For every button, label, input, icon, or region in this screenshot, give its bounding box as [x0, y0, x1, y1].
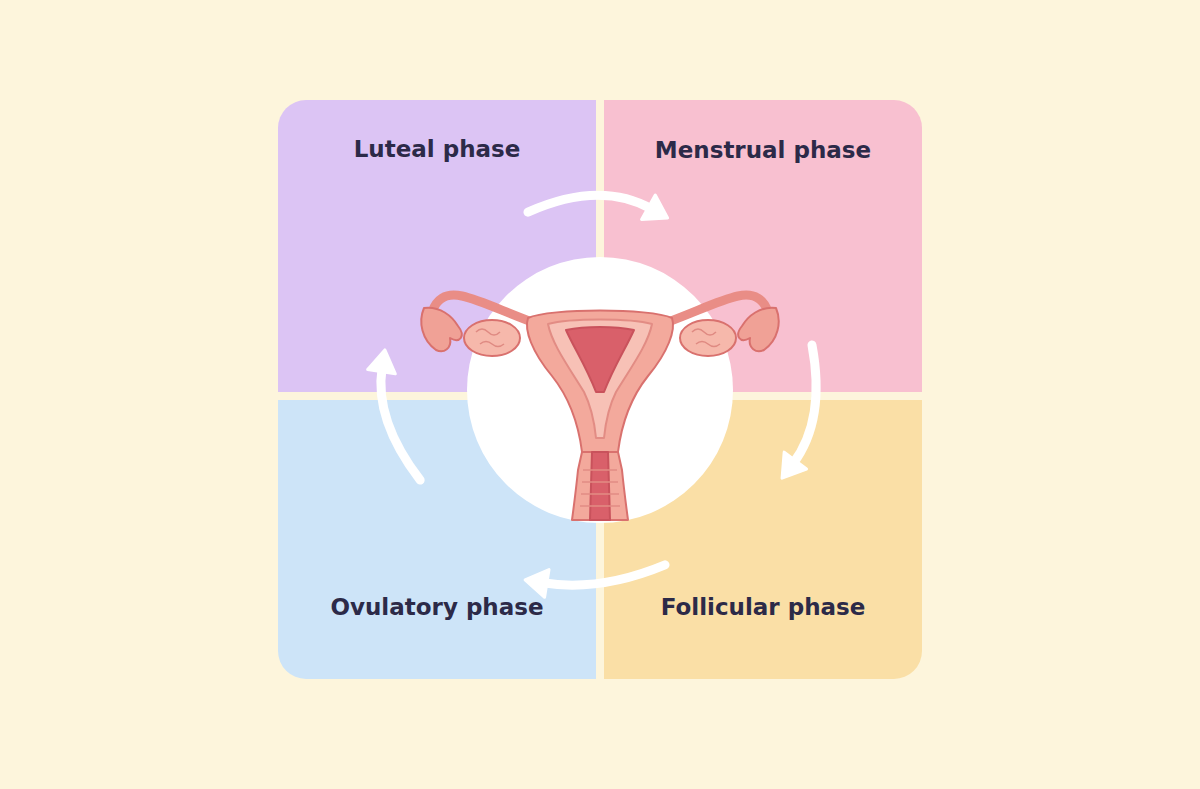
arrow-head [368, 350, 396, 374]
phase-title: Menstrual phase [655, 137, 871, 165]
cycle-arrow [368, 350, 420, 480]
phase-title: Ovulatory phase [330, 594, 543, 622]
cycle-arrow [528, 195, 668, 219]
arrow-line [528, 195, 652, 212]
arrow-line [381, 368, 420, 480]
phase-title: Follicular phase [661, 594, 866, 622]
arrow-line [543, 565, 665, 585]
arrow-head [782, 452, 806, 478]
arrow-line [793, 345, 816, 464]
cycle-arrow [525, 565, 665, 597]
phase-title: Luteal phase [354, 136, 521, 164]
arrow-head [642, 195, 668, 219]
cycle-arrow [782, 345, 816, 478]
arrow-head [525, 570, 549, 598]
uterus-drawing [421, 295, 778, 520]
center-circle [467, 257, 733, 523]
